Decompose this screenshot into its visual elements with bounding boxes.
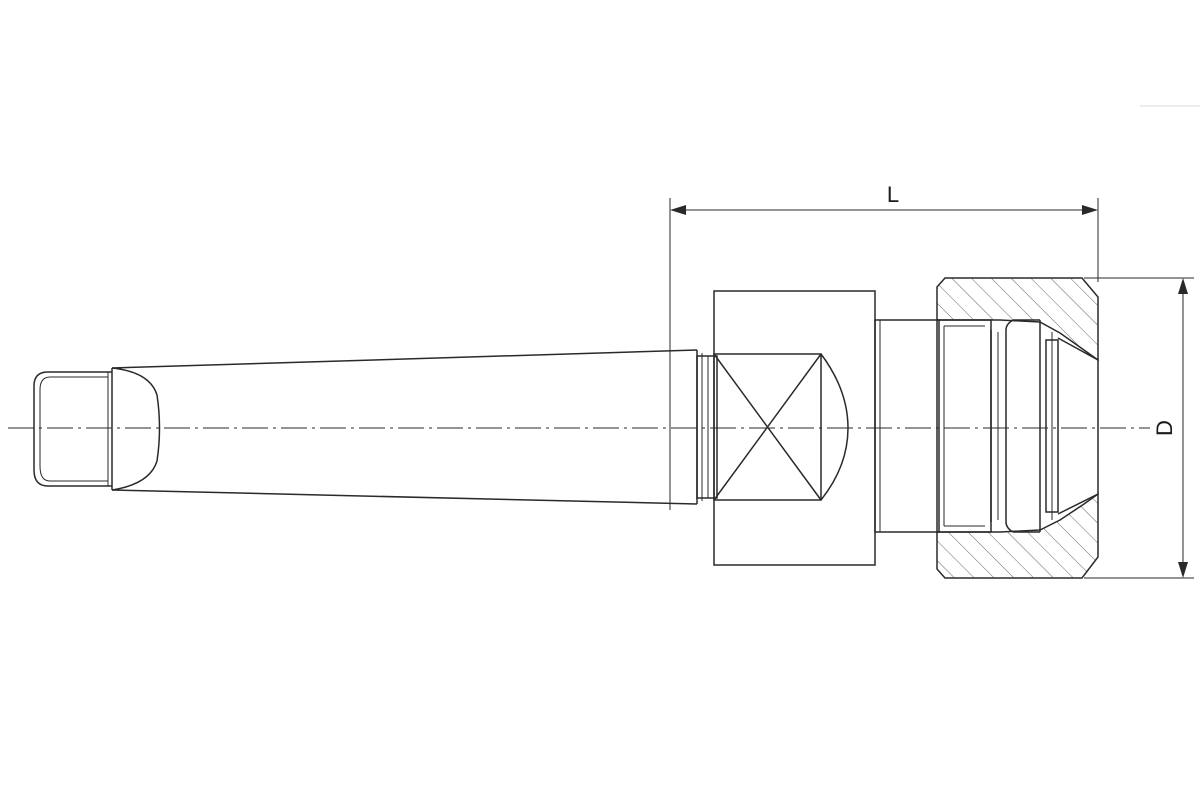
collet-body — [874, 319, 940, 533]
dimension-length: L — [669, 182, 1099, 510]
dimension-length-label: L — [887, 182, 899, 207]
neck — [696, 355, 718, 499]
wrench-flats — [713, 353, 849, 501]
dimension-diameter-label: D — [1152, 420, 1177, 436]
collet-nut — [936, 277, 1099, 579]
dimension-diameter: D — [1084, 277, 1194, 579]
taper-shank — [111, 349, 703, 505]
tang-end — [33, 367, 161, 491]
